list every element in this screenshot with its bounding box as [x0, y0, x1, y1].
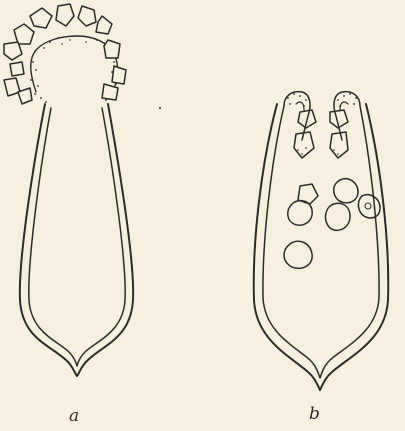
- panel-b-label: b: [309, 406, 320, 423]
- panel-a-outer-wall: [20, 104, 133, 376]
- panel-b-drawing: [254, 92, 389, 390]
- panel-b-inner-lip-left: [296, 102, 304, 110]
- panel-a-head-specks: [61, 39, 87, 45]
- panel-a-label: a: [69, 408, 79, 425]
- panel-b-nuclei: [365, 203, 371, 209]
- panel-b-inner-lip-right: [340, 102, 348, 110]
- panel-b-inner-wall: [263, 106, 379, 378]
- panel-a-drawing: [4, 4, 161, 376]
- panel-b-outer-wall: [254, 104, 389, 390]
- panel-a-inner-wall: [29, 108, 125, 366]
- panel-a-head-bodies: [4, 4, 126, 104]
